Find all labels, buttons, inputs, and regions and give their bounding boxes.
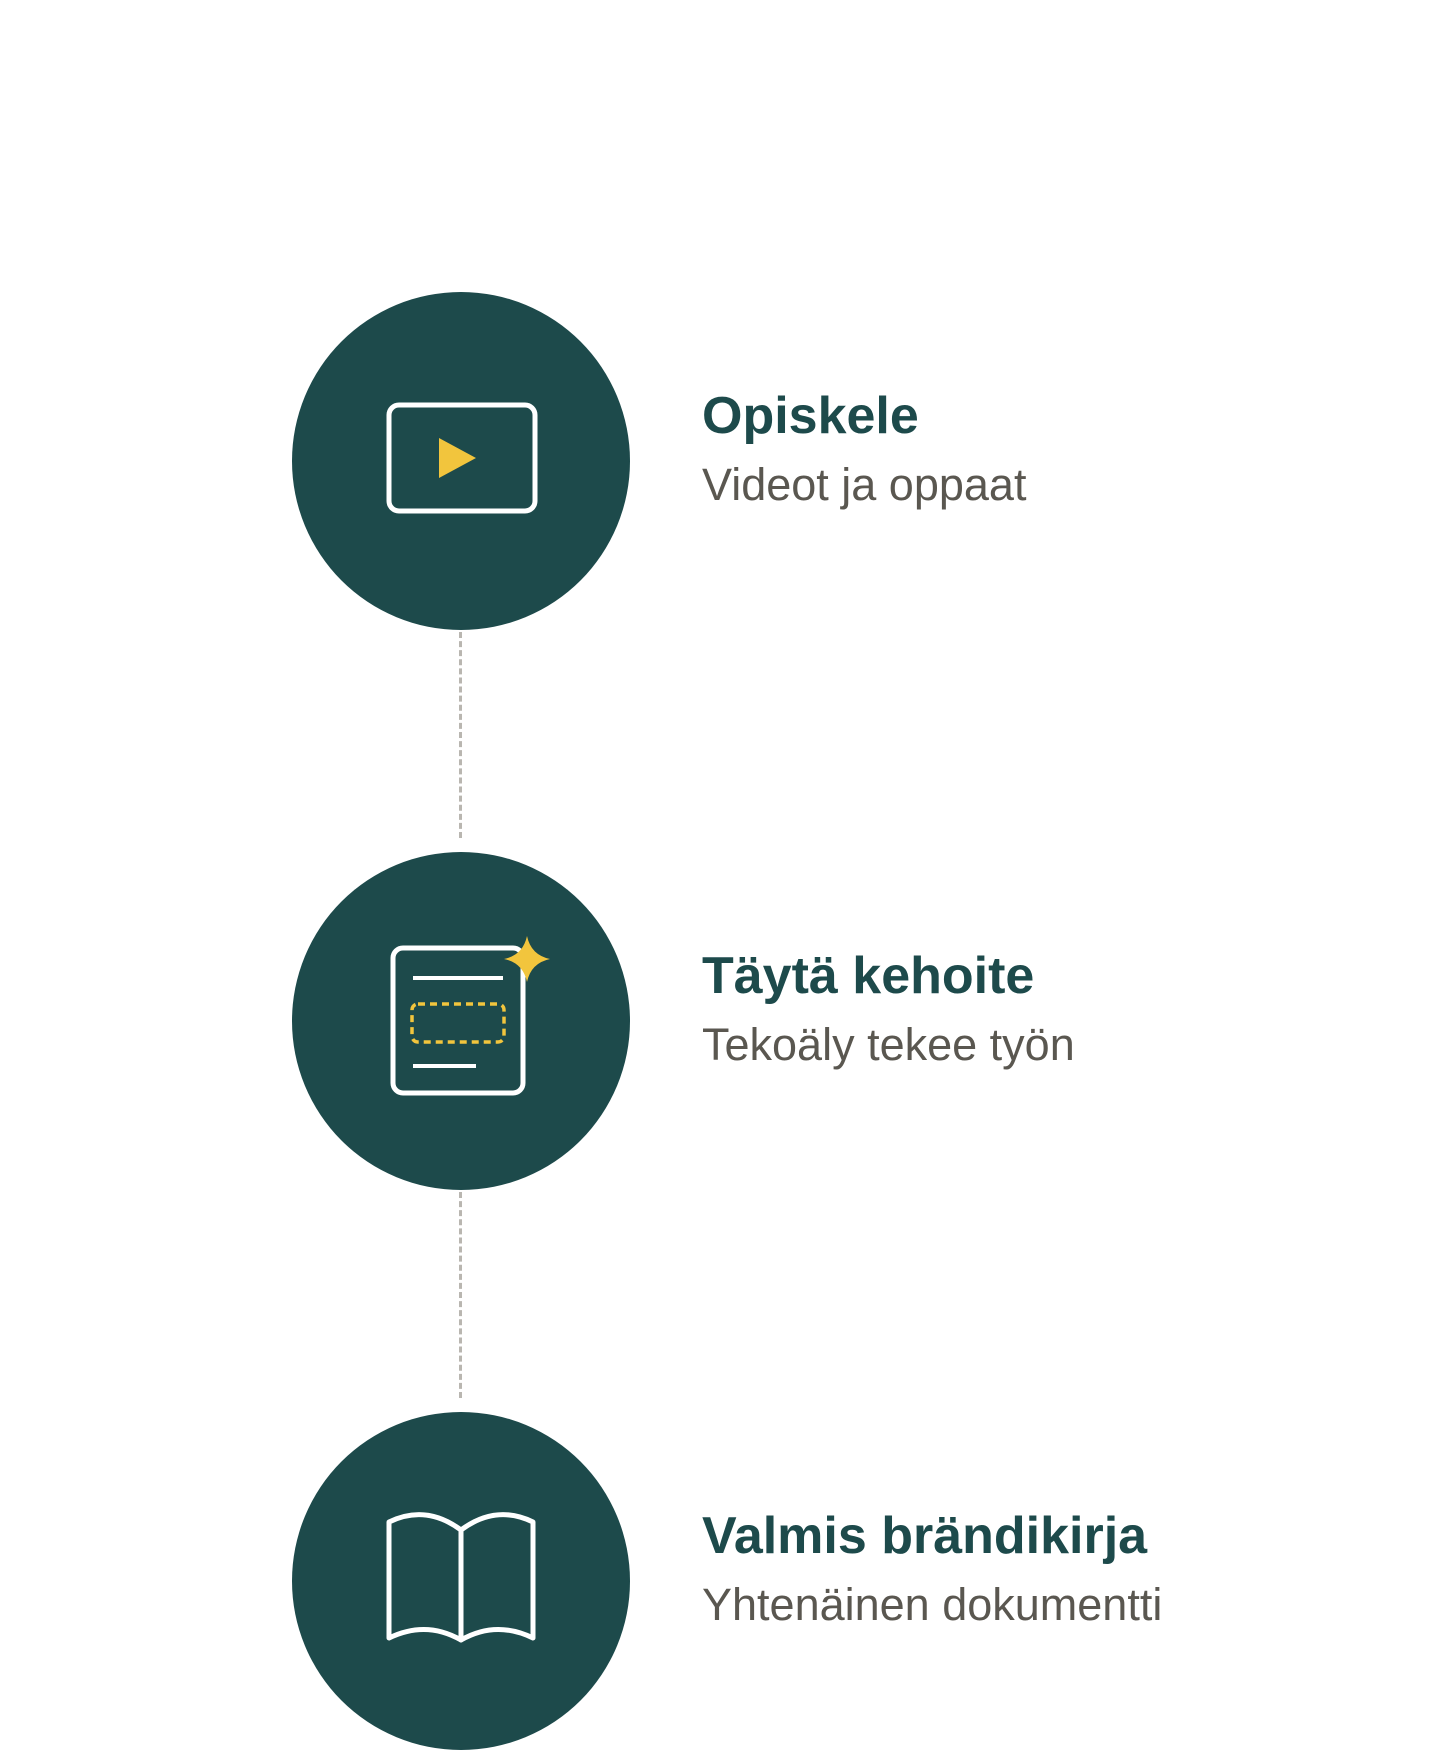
video-play-icon [386, 402, 538, 514]
step-title: Opiskele [702, 387, 919, 445]
step-subtitle: Tekoäly tekee työn [702, 1019, 1075, 1070]
step-circle [292, 1412, 630, 1750]
step-title: Valmis brändikirja [702, 1507, 1148, 1565]
step-brand-book: Valmis brändikirja Yhtenäinen dokumentti [292, 1412, 1392, 1750]
step-text: Opiskele Videot ja oppaat [702, 386, 1026, 511]
dashed-connector [459, 632, 462, 838]
step-study: Opiskele Videot ja oppaat [292, 292, 1392, 630]
step-subtitle: Videot ja oppaat [702, 459, 1027, 510]
step-text: Valmis brändikirja Yhtenäinen dokumentti [702, 1506, 1162, 1631]
step-title: Täytä kehoite [702, 947, 1035, 1005]
step-fill-prompt: Täytä kehoite Tekoäly tekee työn [292, 852, 1392, 1190]
step-text: Täytä kehoite Tekoäly tekee työn [702, 946, 1075, 1071]
prompt-template-sparkle-icon [390, 936, 550, 1096]
open-book-icon [386, 1512, 536, 1643]
process-steps: Opiskele Videot ja oppaat Täytä kehoite … [292, 292, 1392, 1750]
dashed-connector [459, 1192, 462, 1398]
step-subtitle: Yhtenäinen dokumentti [702, 1579, 1163, 1630]
step-circle [292, 292, 630, 630]
step-circle [292, 852, 630, 1190]
